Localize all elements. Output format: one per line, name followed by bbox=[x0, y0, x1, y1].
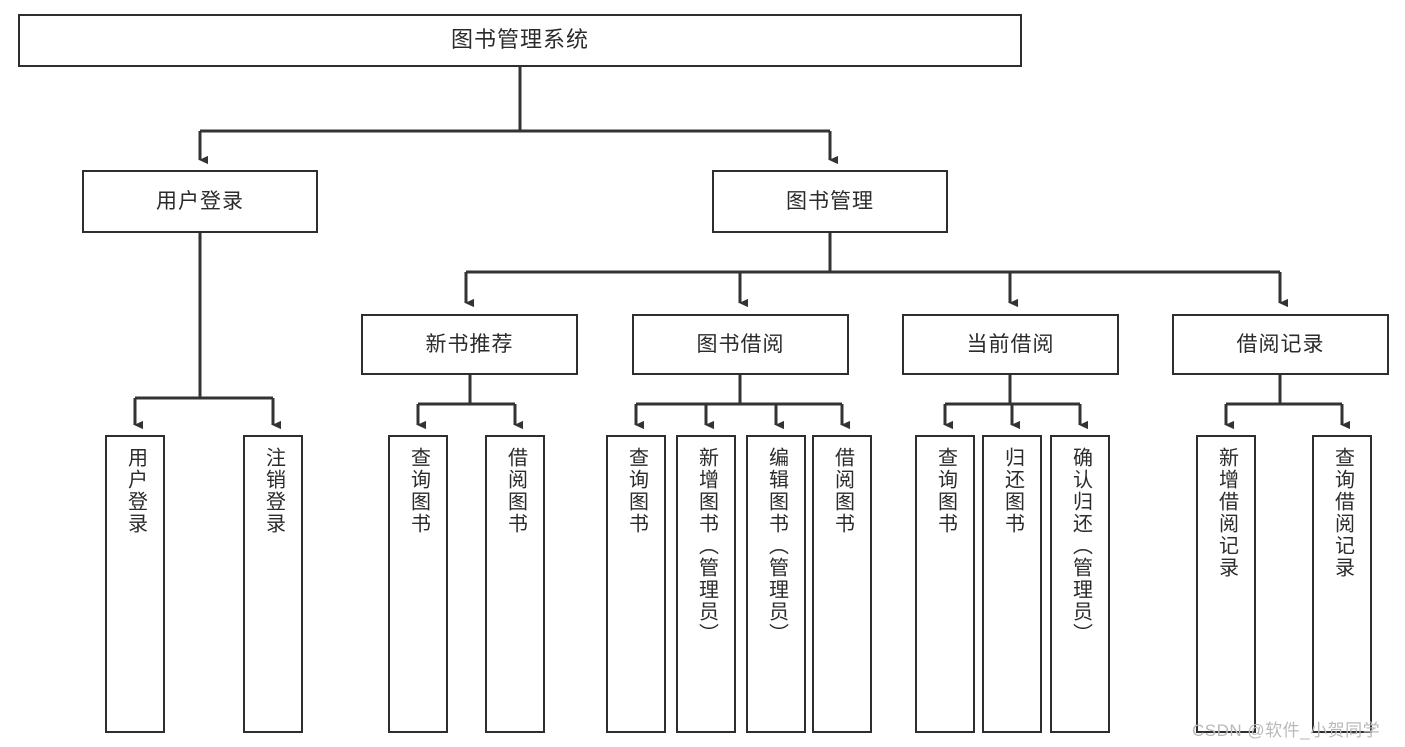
node-book-borrow[interactable]: 图书借阅 bbox=[632, 314, 849, 375]
node-leaf-query-book-2[interactable]: 查询图书 bbox=[606, 435, 666, 733]
node-current-borrow[interactable]: 当前借阅 bbox=[902, 314, 1119, 375]
node-leaf-query-book-1-label: 查询图书 bbox=[407, 447, 430, 535]
node-leaf-query-record-label: 查询借阅记录 bbox=[1331, 447, 1354, 579]
node-current-borrow-label: 当前借阅 bbox=[966, 332, 1055, 356]
node-user-login-label: 用户登录 bbox=[156, 189, 244, 213]
node-leaf-return-book-label: 归还图书 bbox=[1001, 447, 1024, 535]
node-book-borrow-label: 图书借阅 bbox=[696, 332, 785, 356]
node-book-manage[interactable]: 图书管理 bbox=[712, 170, 948, 233]
node-leaf-return-book[interactable]: 归还图书 bbox=[982, 435, 1042, 733]
node-leaf-confirm-return[interactable]: 确认归还（管理员） bbox=[1050, 435, 1110, 733]
node-leaf-query-record[interactable]: 查询借阅记录 bbox=[1312, 435, 1372, 733]
node-leaf-add-record-label: 新增借阅记录 bbox=[1215, 447, 1238, 579]
node-leaf-edit-book-label: 编辑图书（管理员） bbox=[765, 447, 788, 645]
node-new-book-rec[interactable]: 新书推荐 bbox=[361, 314, 578, 375]
node-leaf-add-book-label: 新增图书（管理员） bbox=[695, 447, 718, 645]
node-leaf-query-book-3-label: 查询图书 bbox=[934, 447, 957, 535]
node-root[interactable]: 图书管理系统 bbox=[18, 14, 1022, 67]
node-leaf-confirm-return-label: 确认归还（管理员） bbox=[1069, 447, 1092, 645]
node-root-label: 图书管理系统 bbox=[450, 27, 589, 53]
node-leaf-borrow-book-1[interactable]: 借阅图书 bbox=[485, 435, 545, 733]
node-leaf-query-book-1[interactable]: 查询图书 bbox=[388, 435, 448, 733]
node-user-login[interactable]: 用户登录 bbox=[82, 170, 318, 233]
node-leaf-user-login-label: 用户登录 bbox=[124, 447, 147, 535]
node-leaf-borrow-book-2[interactable]: 借阅图书 bbox=[812, 435, 872, 733]
node-borrow-record[interactable]: 借阅记录 bbox=[1172, 314, 1389, 375]
node-leaf-logout[interactable]: 注销登录 bbox=[243, 435, 303, 733]
node-book-manage-label: 图书管理 bbox=[786, 189, 874, 213]
node-leaf-borrow-book-2-label: 借阅图书 bbox=[831, 447, 854, 535]
node-leaf-logout-label: 注销登录 bbox=[262, 447, 285, 535]
node-borrow-record-label: 借阅记录 bbox=[1236, 332, 1325, 356]
node-leaf-borrow-book-1-label: 借阅图书 bbox=[504, 447, 527, 535]
node-leaf-add-book[interactable]: 新增图书（管理员） bbox=[676, 435, 736, 733]
node-new-book-rec-label: 新书推荐 bbox=[425, 332, 514, 356]
node-leaf-edit-book[interactable]: 编辑图书（管理员） bbox=[746, 435, 806, 733]
node-leaf-add-record[interactable]: 新增借阅记录 bbox=[1196, 435, 1256, 733]
watermark: CSDN @软件_小贺同学 bbox=[1192, 721, 1381, 740]
node-leaf-query-book-2-label: 查询图书 bbox=[625, 447, 648, 535]
node-leaf-query-book-3[interactable]: 查询图书 bbox=[915, 435, 975, 733]
node-leaf-user-login[interactable]: 用户登录 bbox=[105, 435, 165, 733]
